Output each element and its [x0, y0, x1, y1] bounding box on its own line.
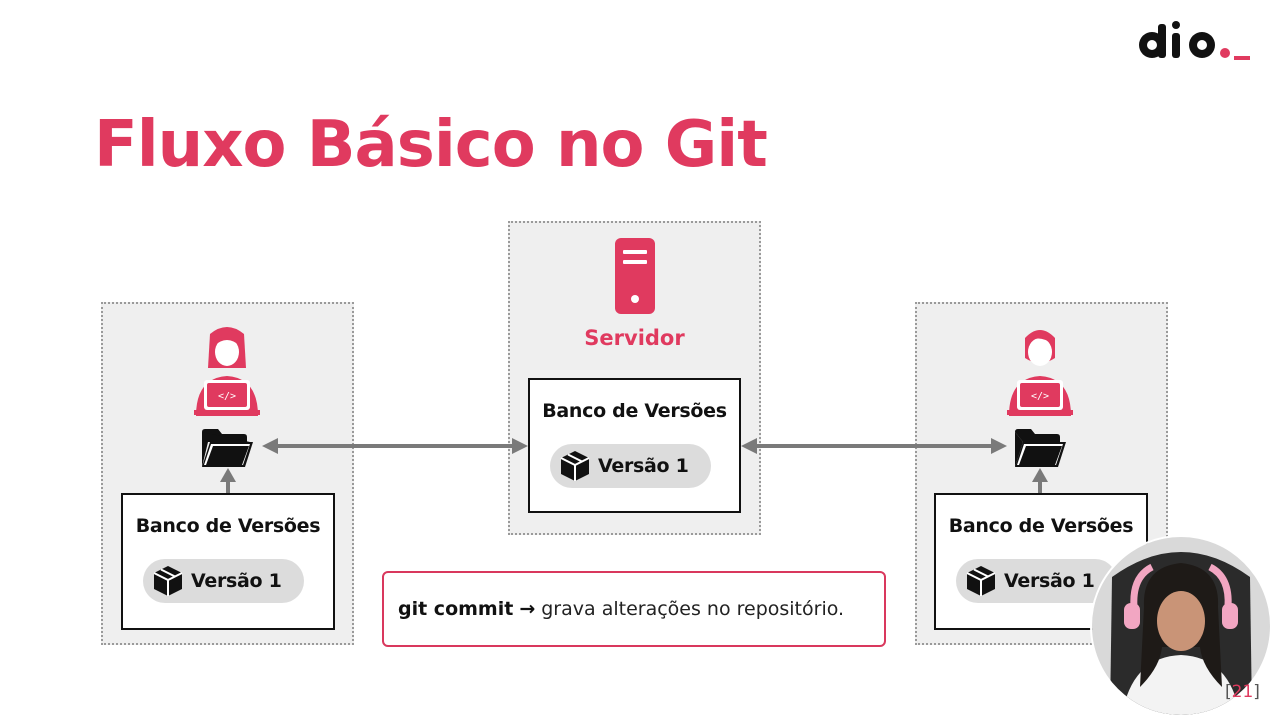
right-version-label: Versão 1	[1004, 570, 1095, 592]
package-icon	[966, 566, 996, 596]
left-sync-arrowhead-right	[512, 438, 528, 454]
right-up-arrowhead	[1032, 468, 1048, 482]
server-label: Servidor	[584, 326, 685, 350]
left-developer-icon: </>	[194, 327, 260, 416]
presenter-avatar	[1092, 537, 1270, 715]
svg-text:</>: </>	[1031, 391, 1049, 402]
left-version-pill: Versão 1	[143, 559, 304, 603]
left-repo-title: Banco de Versões	[135, 515, 321, 537]
dio-logo	[1139, 21, 1250, 60]
server-repo-box: Banco de Versões Versão 1	[528, 378, 741, 513]
slide-number-value: 21	[1231, 682, 1254, 702]
right-repo-box: Banco de Versões Versão 1	[934, 493, 1148, 630]
left-sync-arrowhead-left	[262, 438, 278, 454]
right-sync-arrowhead-left	[741, 438, 757, 454]
left-version-label: Versão 1	[191, 570, 282, 592]
note-description: grava alterações no repositório.	[541, 598, 845, 620]
server-version-pill: Versão 1	[550, 444, 711, 488]
server-repo-title: Banco de Versões	[542, 400, 727, 422]
note-arrow: →	[519, 598, 536, 620]
left-repo-box: Banco de Versões Versão 1	[121, 493, 335, 630]
page-title: Fluxo Básico no Git	[94, 108, 768, 182]
left-up-arrowhead	[220, 468, 236, 482]
server-icon	[615, 238, 655, 314]
left-folder-icon	[202, 429, 253, 467]
right-repo-title: Banco de Versões	[948, 515, 1134, 537]
slide-number: [21]	[1225, 682, 1260, 702]
svg-text:</>: </>	[218, 391, 236, 402]
right-sync-arrowhead-right	[991, 438, 1007, 454]
package-icon	[153, 566, 183, 596]
git-commit-note: git commit → grava alterações no reposit…	[382, 571, 886, 647]
presenter-webcam	[1090, 535, 1272, 717]
server-version-label: Versão 1	[598, 455, 689, 477]
right-folder-icon	[1015, 429, 1066, 467]
right-developer-icon: </>	[1007, 330, 1073, 416]
right-version-pill: Versão 1	[956, 559, 1117, 603]
note-command: git commit	[398, 598, 514, 620]
package-icon	[560, 451, 590, 481]
